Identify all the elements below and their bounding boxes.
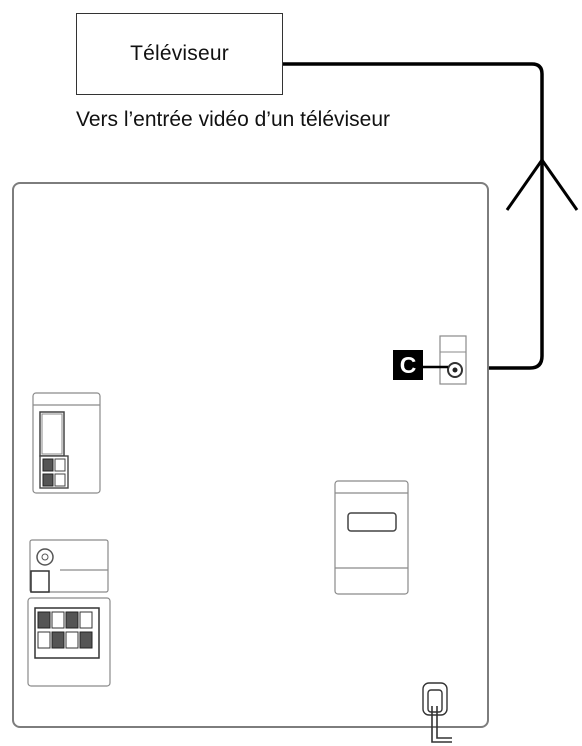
center-right-module	[334, 480, 409, 595]
marker-c: C	[393, 350, 423, 380]
connection-caption: Vers l’entrée vidéo d’un téléviseur	[76, 108, 391, 131]
tv-box: Téléviseur	[76, 13, 283, 95]
video-output-jack	[439, 335, 467, 385]
power-plug-icon	[422, 682, 452, 743]
left-upper-module	[32, 392, 101, 494]
signal-arrow-icon	[505, 159, 579, 211]
left-lower-module	[27, 597, 111, 687]
left-middle-module	[29, 539, 109, 593]
video-cable	[283, 62, 544, 370]
tv-label: Téléviseur	[130, 42, 229, 65]
